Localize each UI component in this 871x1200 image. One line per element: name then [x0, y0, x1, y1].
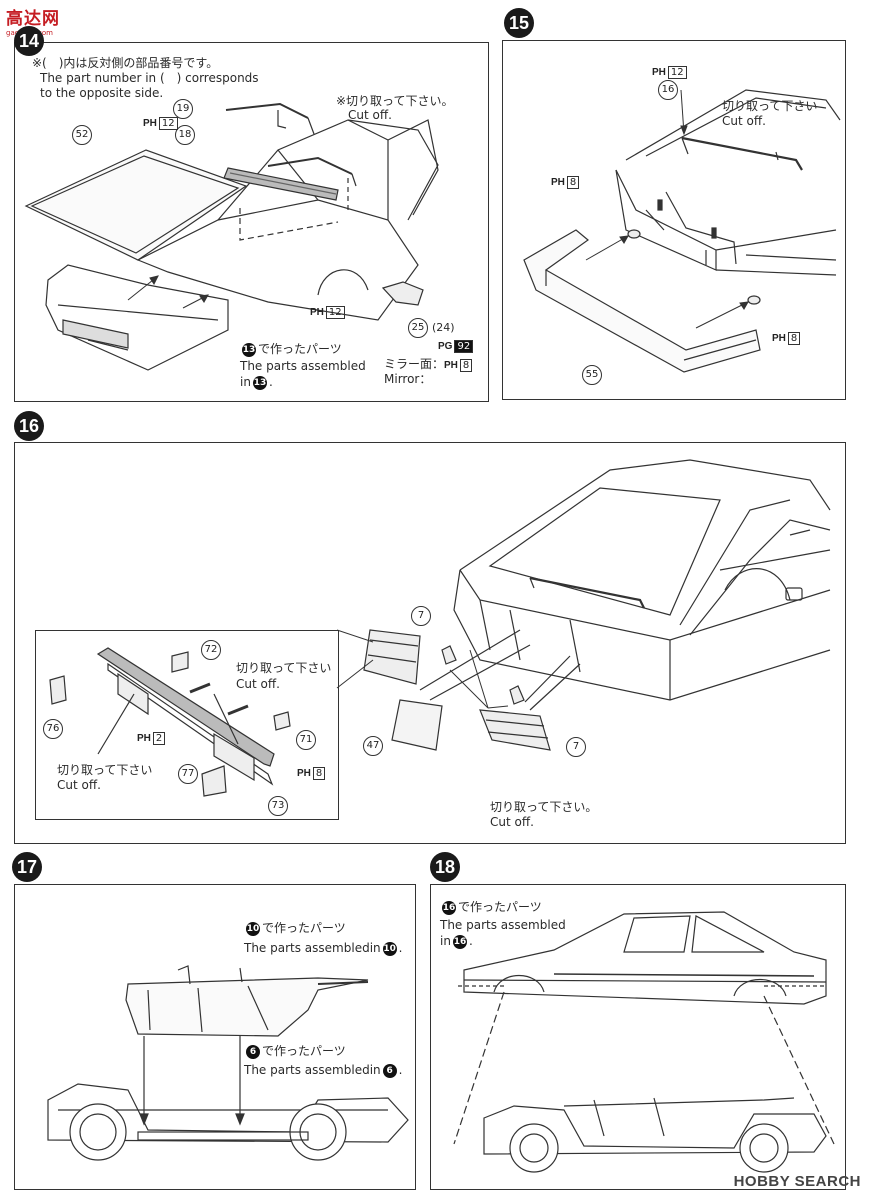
step-14-assembled-en-1: The parts assembled — [240, 359, 366, 373]
step-15-cutoff-en: Cut off. — [722, 114, 766, 128]
step-16-inset-drawing — [49, 647, 291, 797]
step-15-cutoff-jp: 切り取って下さい — [722, 99, 818, 113]
step-16-part-47: 47 — [363, 736, 383, 756]
step-14-note-en-1: The part number in ( ) corresponds — [40, 71, 259, 85]
step-14-cutoff-en: Cut off. — [348, 108, 392, 122]
logo-text: 高达网 — [6, 9, 60, 29]
step-14-note-jp: ※( )内は反対側の部品番号です。 — [32, 56, 219, 70]
step-14-part-25: 25 — [408, 318, 428, 338]
step-17-assembly-drawing — [47, 965, 409, 1161]
step-14-part-24: (24) — [432, 321, 455, 334]
step-16-part-7-a: 7 — [411, 606, 431, 626]
step-16-part-73: 73 — [268, 796, 288, 816]
step-16-cutoff-jp-3: 切り取って下さい。 — [490, 800, 598, 814]
step-14-part-52: 52 — [72, 125, 92, 145]
step-14-number: 14 — [14, 26, 44, 56]
step-16-cutoff-jp-2: 切り取って下さい — [57, 763, 153, 777]
step-18-en-1: The parts assembled — [440, 918, 566, 932]
step-16-part-7-b: 7 — [566, 737, 586, 757]
step-18-number: 18 — [430, 852, 460, 882]
step-16-cutoff-jp-1: 切り取って下さい — [236, 661, 332, 675]
step-14-cutoff-jp: ※切り取って下さい。 — [336, 94, 454, 108]
step-16-part-72: 72 — [201, 640, 221, 660]
step-14-mirror-en: Mirror： — [384, 372, 432, 386]
step-16-car-rear-drawing — [363, 459, 831, 751]
step-14-note-en-2: to the opposite side. — [40, 86, 164, 100]
step-16-cutoff-en-2: Cut off. — [57, 778, 101, 792]
step-16-inset-connector — [336, 629, 374, 689]
step-15-number: 15 — [504, 8, 534, 38]
step-14-part-18: 18 — [175, 125, 195, 145]
step-17-number: 17 — [12, 852, 42, 882]
step-14-part-19: 19 — [173, 99, 193, 119]
step-16-cutoff-en-1: Cut off. — [236, 677, 280, 691]
step-15-part-55: 55 — [582, 365, 602, 385]
step-16-part-71: 71 — [296, 730, 316, 750]
step-16-part-77: 77 — [178, 764, 198, 784]
step-16-number: 16 — [14, 411, 44, 441]
step-14-car-front-drawing — [24, 102, 439, 371]
step-16-part-76: 76 — [43, 719, 63, 739]
step-16-cutoff-en-3: Cut off. — [490, 815, 534, 829]
step-15-part-16: 16 — [658, 80, 678, 100]
step-15-car-rear-drawing — [523, 89, 841, 373]
step-18-assembly-drawing — [453, 911, 835, 1173]
hobby-search-watermark: HOBBY SEARCH — [733, 1173, 861, 1190]
